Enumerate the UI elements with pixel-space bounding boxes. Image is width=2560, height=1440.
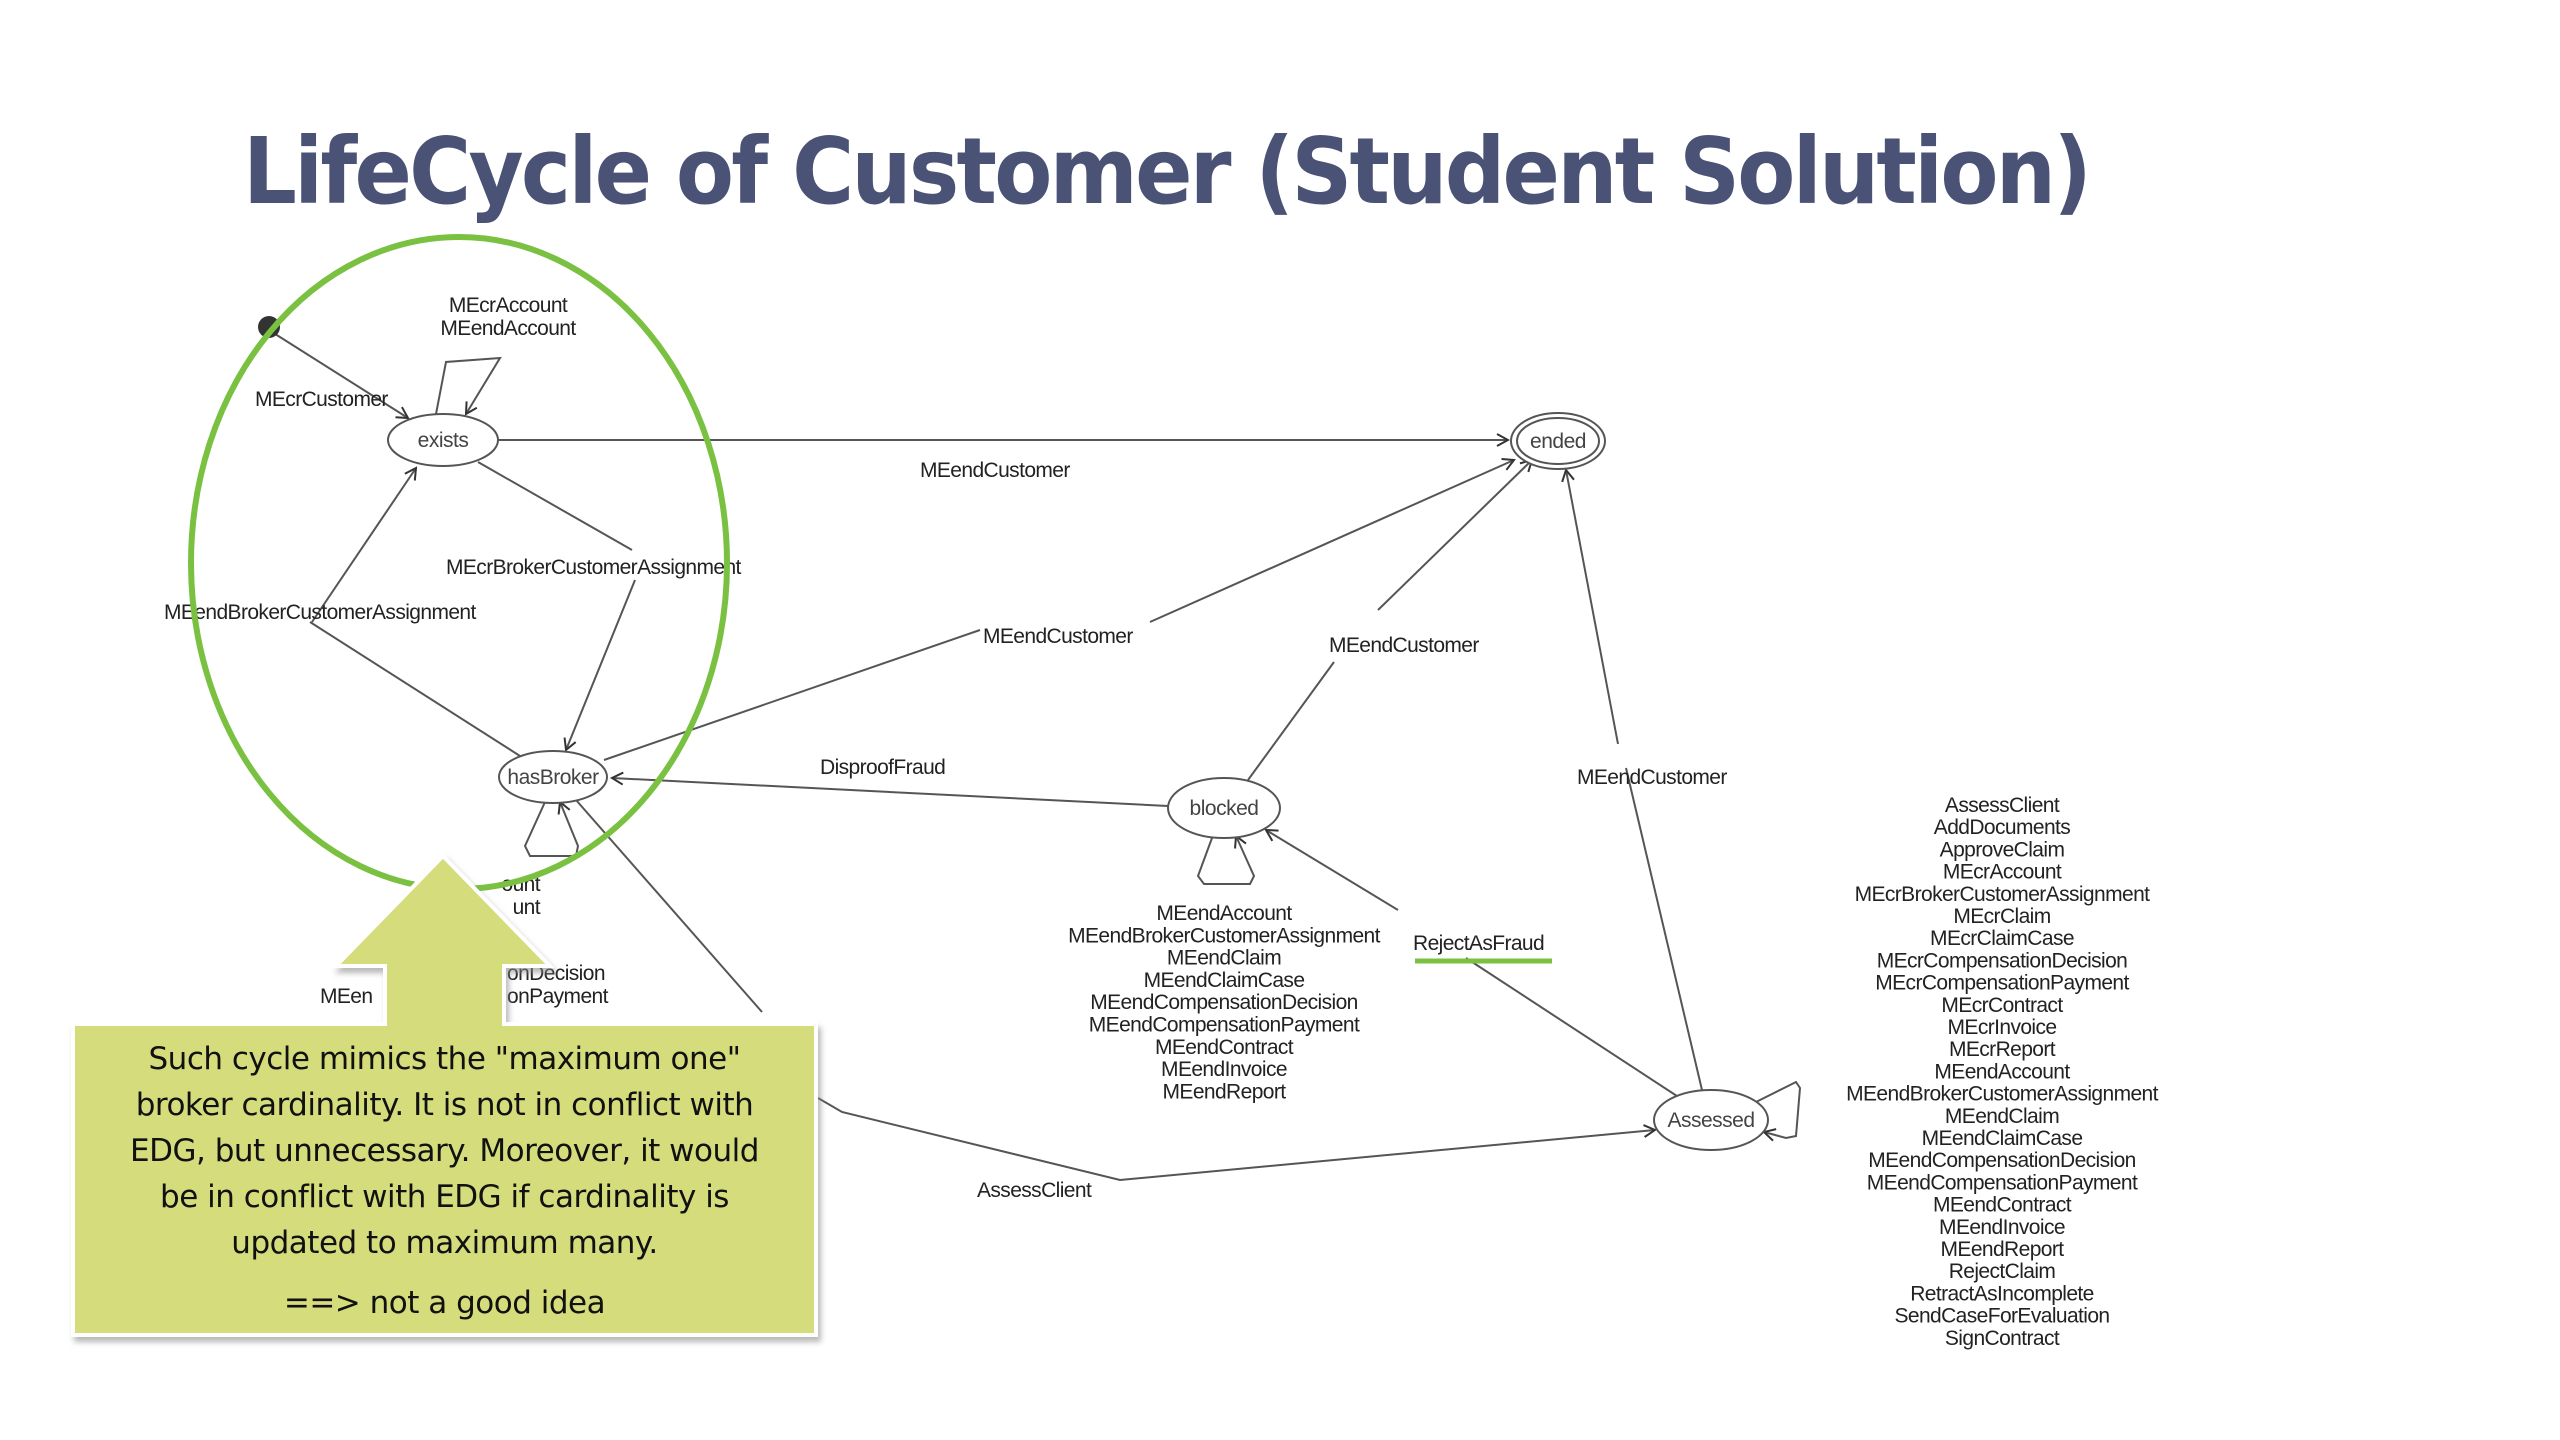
assessed-self-label-item: MEcrCompensationDecision — [1877, 949, 2128, 972]
assessed-self-label-item: AssessClient — [1945, 794, 2060, 817]
assessed-self-label-item: AddDocuments — [1934, 816, 2070, 839]
blocked-self-loop-labels: MEendAccountMEendBrokerCustomerAssignmen… — [1068, 902, 1381, 1103]
edge-blocked-to-hasbroker — [612, 778, 1169, 807]
assessed-self-label-item: MEcrAccount — [1943, 861, 2062, 884]
assessed-self-label-item: MEendCompensationDecision — [1868, 1149, 2136, 1172]
edge-exists-to-hasbroker — [477, 461, 633, 551]
label-assessclient: AssessClient — [977, 1179, 1092, 1202]
state-ended: ended — [1510, 412, 1606, 470]
assessed-self-label-item: MEendAccount — [1934, 1060, 2070, 1083]
edge-blocked-to-ended-2 — [1377, 460, 1532, 611]
label-hasbroker-to-exists: MEendBrokerCustomerAssignment — [164, 601, 476, 624]
edge-assessed-to-ended — [1625, 767, 1703, 1091]
blocked-self-label-item: MEendContract — [1155, 1036, 1294, 1059]
assessed-self-label-item: MEcrCompensationPayment — [1875, 972, 2129, 995]
assessed-self-label-item: MEcrInvoice — [1948, 1016, 2057, 1039]
states: exists ended hasBroker blocked Assessed — [258, 316, 1769, 1151]
state-blocked-label: blocked — [1190, 797, 1259, 820]
callout-shape — [71, 853, 818, 1337]
edges — [271, 331, 1802, 1182]
assessed-self-label-item: MEendContract — [1933, 1194, 2072, 1217]
assessed-self-label-item: MEcrContract — [1941, 994, 2063, 1017]
assessed-self-label-item: RetractAsIncomplete — [1910, 1282, 2094, 1305]
assessed-self-label-item: MEendBrokerCustomerAssignment — [1846, 1083, 2158, 1106]
assessed-self-label-item: MEcrClaimCase — [1930, 927, 2074, 950]
label-blocked-to-ended: MEendCustomer — [1329, 634, 1479, 657]
assessed-self-label-item: RejectClaim — [1949, 1260, 2056, 1283]
edge-hasbroker-to-assessed-2 — [817, 1097, 1655, 1182]
assessed-self-label-item: MEcrReport — [1949, 1038, 2056, 1061]
label-hasbroker-self-partial-5: MEen — [320, 985, 372, 1008]
edge-initial-to-exists — [271, 331, 408, 418]
state-assessed-label: Assessed — [1667, 1109, 1754, 1132]
state-assessed: Assessed — [1653, 1089, 1769, 1151]
state-ended-label: ended — [1530, 430, 1586, 453]
label-exists-self-1: MEcrAccount — [449, 294, 568, 317]
assessed-self-label-item: ApproveClaim — [1940, 838, 2065, 861]
edge-exists-self-loop — [435, 356, 502, 414]
edge-blocked-to-ended — [1247, 661, 1335, 781]
state-exists-label: exists — [418, 429, 469, 452]
edge-blocked-self-loop — [1196, 836, 1256, 885]
label-assessed-to-ended: MEendCustomer — [1577, 766, 1727, 789]
initial-state — [258, 316, 280, 338]
blocked-self-label-item: MEendCompensationDecision — [1090, 991, 1358, 1014]
assessed-self-loop-labels: AssessClientAddDocumentsApproveClaimMEcr… — [1846, 794, 2159, 1350]
label-hasbroker-self-partial-4: onPayment — [507, 985, 609, 1008]
assessed-self-label-item: MEcrClaim — [1953, 905, 2050, 928]
edge-hasbroker-self-loop — [523, 802, 580, 857]
assessed-self-label-item: SignContract — [1945, 1327, 2060, 1350]
callout-line: broker cardinality. It is not in conflic… — [135, 1087, 754, 1123]
assessed-self-label-item: MEendInvoice — [1939, 1216, 2065, 1239]
edge-assessed-self-loop — [1755, 1080, 1802, 1138]
slide-title: LifeCycle of Customer (Student Solution) — [243, 118, 2092, 225]
assessed-self-label-item: MEendClaim — [1945, 1105, 2059, 1128]
callout-line: be in conflict with EDG if cardinality i… — [160, 1179, 729, 1215]
blocked-self-label-item: MEendAccount — [1156, 902, 1292, 925]
state-blocked: blocked — [1167, 777, 1281, 839]
state-hasbroker-label: hasBroker — [507, 766, 599, 789]
blocked-self-label-item: MEendBrokerCustomerAssignment — [1068, 924, 1380, 947]
blocked-self-label-item: MEendClaim — [1167, 947, 1281, 970]
callout-line: EDG, but unnecessary. Moreover, it would — [130, 1133, 759, 1169]
blocked-self-label-item: MEendCompensationPayment — [1089, 1014, 1360, 1037]
edge-assessed-to-ended-2 — [1566, 470, 1619, 745]
assessed-self-label-item: SendCaseForEvaluation — [1894, 1305, 2109, 1328]
callout-conclusion: ==> not a good idea — [283, 1285, 606, 1321]
label-mecrcustomer: MEcrCustomer — [255, 388, 388, 411]
edge-assessed-to-blocked — [1266, 830, 1399, 911]
assessed-self-label-item: MEcrBrokerCustomerAssignment — [1855, 883, 2151, 906]
callout: Such cycle mimics the "maximum one" brok… — [73, 1024, 816, 1335]
edge-hasbroker-to-ended — [603, 629, 981, 761]
edge-hasbroker-to-exists — [311, 468, 416, 623]
label-rejectasfraud: RejectAsFraud — [1413, 932, 1544, 955]
assessed-self-label-item: MEendClaimCase — [1922, 1127, 2083, 1150]
edge-exists-to-hasbroker-2 — [566, 579, 636, 750]
blocked-self-label-item: MEendReport — [1163, 1080, 1287, 1103]
label-disprooffraud: DisproofFraud — [820, 756, 945, 779]
label-exists-to-hasbroker: MEcrBrokerCustomerAssignment — [446, 556, 742, 579]
state-exists: exists — [387, 413, 499, 467]
edge-hasbroker-to-exists-2 — [309, 621, 521, 757]
assessed-self-label-item: MEendCompensationPayment — [1867, 1171, 2138, 1194]
edge-assessed-to-blocked-2 — [1465, 957, 1681, 1099]
blocked-self-label-item: MEendInvoice — [1161, 1058, 1287, 1081]
callout-line: Such cycle mimics the "maximum one" — [148, 1041, 742, 1077]
edge-hasbroker-to-ended-2 — [1149, 460, 1514, 623]
assessed-self-label-item: MEendReport — [1941, 1238, 2065, 1261]
state-hasbroker: hasBroker — [498, 750, 608, 804]
label-hasbroker-self-partial-2: unt — [513, 896, 541, 919]
callout-line: updated to maximum many. — [231, 1225, 658, 1261]
label-exists-to-ended: MEendCustomer — [920, 459, 1070, 482]
label-hasbroker-to-ended: MEendCustomer — [983, 625, 1133, 648]
blocked-self-label-item: MEendClaimCase — [1144, 969, 1305, 992]
label-exists-self-2: MEendAccount — [440, 317, 576, 340]
